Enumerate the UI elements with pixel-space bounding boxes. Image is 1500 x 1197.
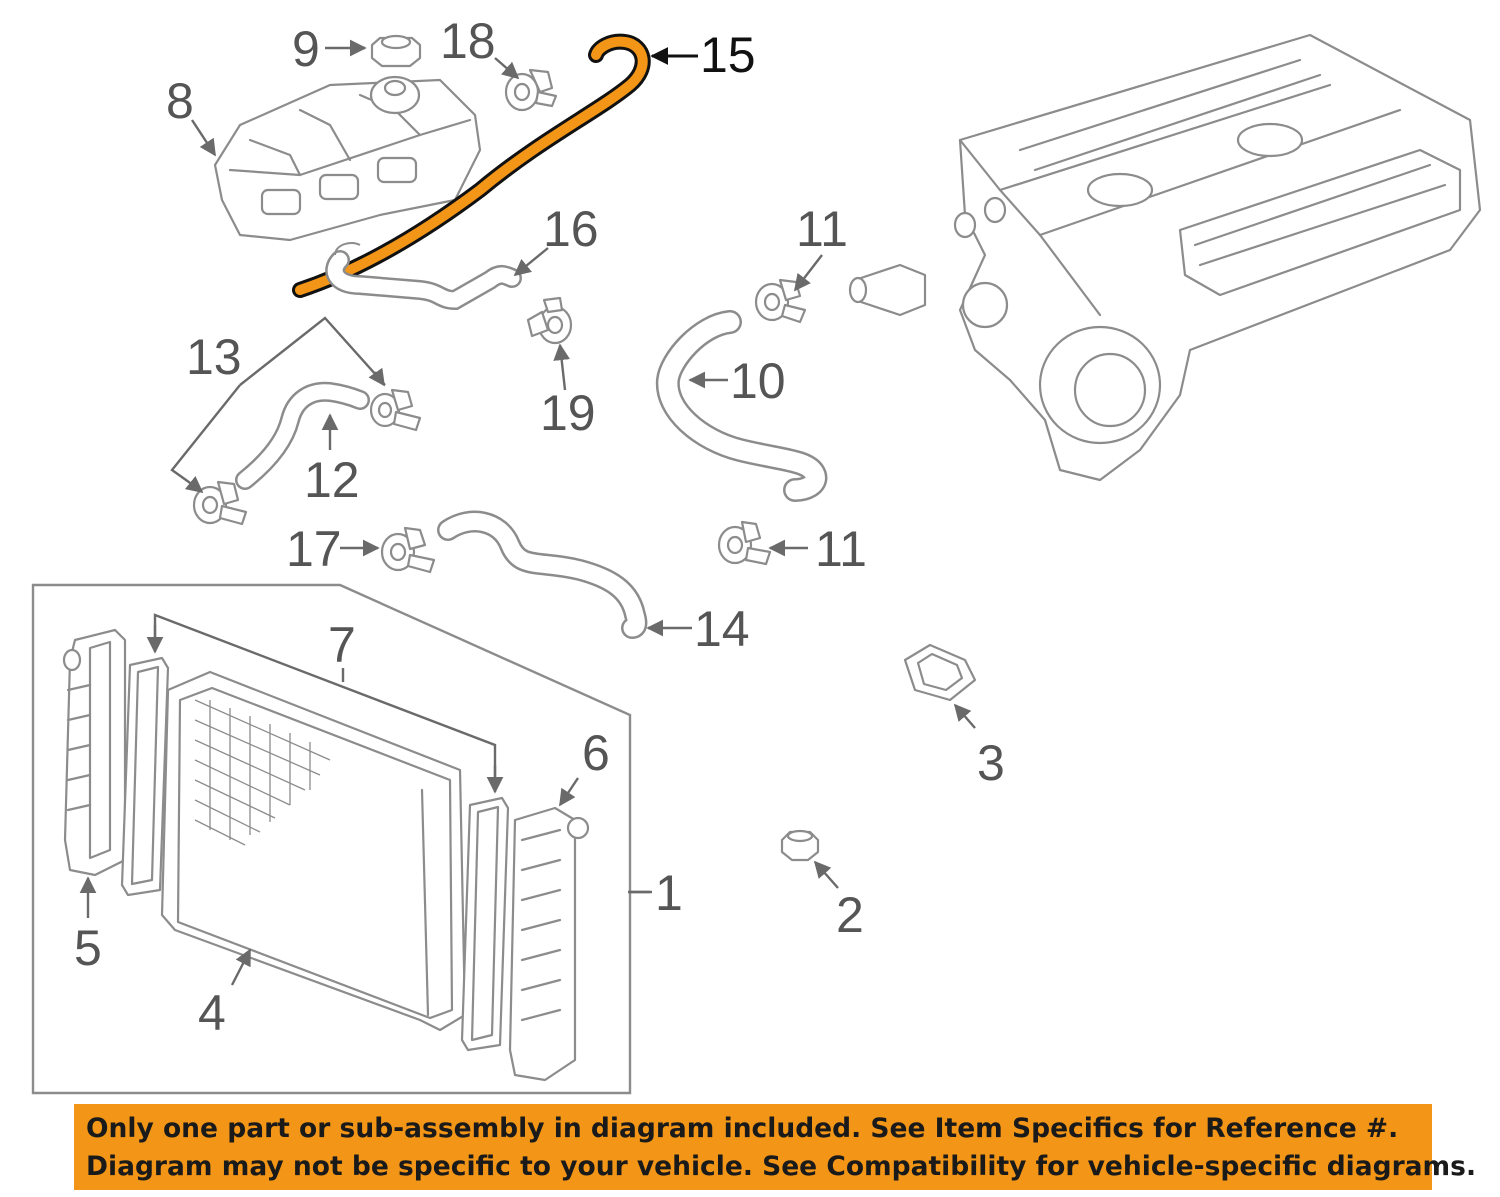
hose-clamp-13-right [369, 388, 422, 432]
radiator-assembly-box [31, 583, 632, 1095]
hose-10 [655, 310, 828, 502]
callout-10: 10 [730, 353, 786, 409]
callout-4: 4 [198, 985, 226, 1041]
seal-3 [903, 643, 977, 702]
callout-3: 3 [977, 735, 1005, 791]
callout-12: 12 [304, 452, 360, 508]
callout-16: 16 [543, 201, 599, 257]
hose-12 [235, 381, 370, 490]
left-tank-5 [62, 628, 127, 877]
callout-17: 17 [286, 521, 342, 577]
gasket-right [460, 796, 510, 1052]
reservoir-cap [370, 34, 422, 68]
hose-16 [325, 242, 522, 311]
callout-5: 5 [74, 920, 102, 976]
callout-1: 1 [655, 865, 683, 921]
callout-9: 9 [292, 21, 320, 77]
hose-clamp-17 [380, 526, 436, 574]
callout-8: 8 [166, 73, 194, 129]
callout-labels: 9 8 18 15 16 11 10 19 13 12 17 11 14 7 6… [74, 13, 1005, 1041]
callout-11-upper: 11 [796, 201, 848, 257]
disclaimer-line-2: Diagram may not be specific to your vehi… [86, 1151, 1477, 1182]
hose-clamp-19 [526, 296, 573, 345]
callout-2: 2 [836, 887, 864, 943]
disclaimer-banner: Only one part or sub-assembly in diagram… [74, 1104, 1477, 1190]
gasket-left [120, 656, 170, 897]
callout-11-lower: 11 [815, 521, 867, 577]
hose-clamp-13-left [192, 480, 248, 526]
radiator-cap-2 [780, 829, 820, 862]
hose-clamp-18 [504, 68, 558, 112]
callout-15: 15 [700, 27, 756, 83]
callout-18: 18 [440, 13, 496, 69]
callout-13: 13 [186, 329, 242, 385]
hose-15-highlighted [292, 33, 651, 298]
hose-clamp-11-lower [717, 520, 772, 566]
leader-lines [79, 39, 976, 986]
coolant-reservoir [213, 75, 482, 242]
disclaimer-line-1: Only one part or sub-assembly in diagram… [86, 1113, 1399, 1144]
hose-clamp-11-upper [754, 278, 807, 324]
radiator-core-4 [160, 670, 467, 1032]
callout-14: 14 [694, 601, 750, 657]
right-tank-6 [508, 806, 590, 1082]
hose-14 [437, 510, 648, 639]
callout-19: 19 [540, 385, 596, 441]
engine [848, 33, 1482, 482]
callout-7: 7 [328, 617, 356, 673]
callout-6: 6 [582, 725, 610, 781]
